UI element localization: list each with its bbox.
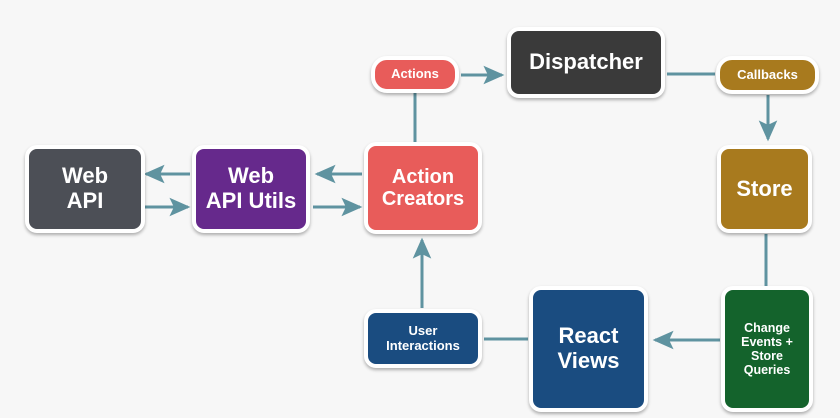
node-store-label: Store — [736, 175, 793, 201]
node-callbacks-label: Callbacks — [737, 66, 798, 82]
node-store[interactable]: Store — [717, 145, 812, 233]
node-dispatcher[interactable]: Dispatcher — [507, 27, 665, 98]
node-dispatcher-label: Dispatcher — [529, 49, 643, 75]
node-actions-label: Actions — [391, 66, 439, 82]
node-actions[interactable]: Actions — [371, 56, 459, 93]
node-callbacks[interactable]: Callbacks — [716, 56, 819, 94]
